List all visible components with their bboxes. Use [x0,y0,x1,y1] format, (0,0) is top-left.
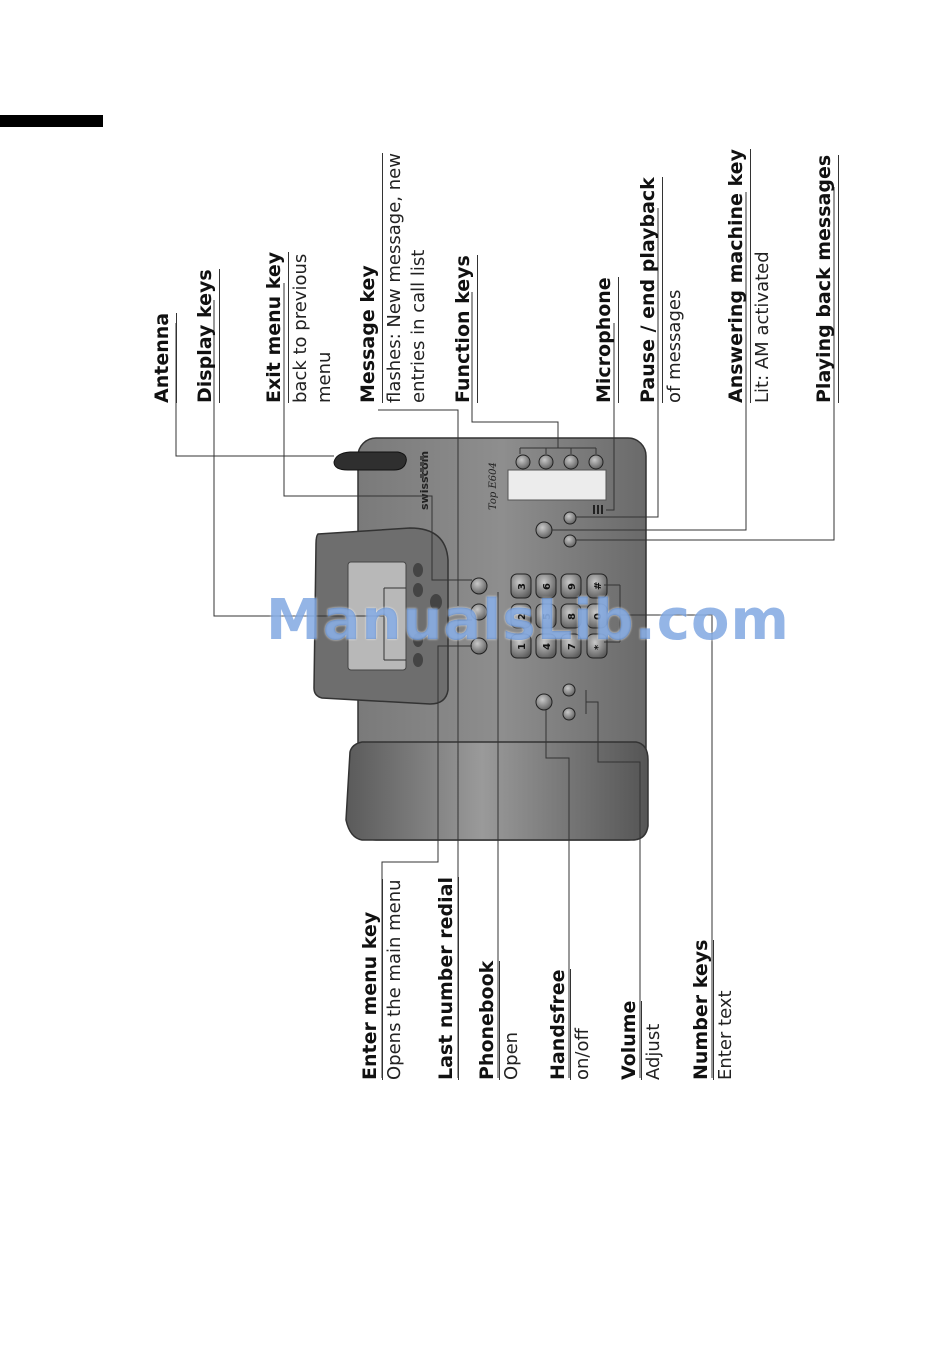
number-key-0[interactable]: 0 [586,603,608,629]
message-key [470,603,488,621]
number-key-label: 1 [517,643,528,650]
page-tab-marker [0,115,103,127]
number-key-label: 3 [517,583,528,590]
function-keys [515,454,604,470]
number-key-label: 2 [517,613,528,620]
leader-lines [175,187,835,1078]
display-key [413,633,423,647]
exit-menu-key [470,577,488,595]
label-function-keys: Function keys [451,255,478,403]
label-handsfree: Handsfree on/off [546,969,593,1080]
handset [345,741,649,841]
playback-key [563,534,577,548]
label-enter-menu-key: Enter menu key Opens the main menu [358,879,405,1080]
label-playing-back-messages: Playing back messages [812,154,839,403]
antenna [333,451,407,471]
label-message-key: Message key flashes: New message, new en… [356,153,429,403]
keypad: 1 2 3 4 5 6 7 8 9 * 0 # [510,573,608,659]
label-number-keys: Number keys Enter text [689,939,736,1080]
display-key [413,583,423,597]
volume-up-key [562,683,576,697]
number-key-4[interactable]: 4 [535,633,557,659]
number-key-3[interactable]: 3 [510,573,532,599]
number-key-7[interactable]: 7 [560,633,582,659]
display-nav-key [430,594,442,610]
handsfree-key [535,693,553,711]
label-answering-machine-key: Answering machine key Lit: AM activated [724,149,773,403]
label-exit-menu-key: Exit menu key back to previous menu [262,251,335,403]
label-microphone: Microphone [592,277,619,403]
number-key-9[interactable]: 9 [560,573,582,599]
brand-dots [420,456,424,478]
label-last-number-redial: Last number redial [434,877,459,1080]
number-key-label: 8 [567,613,578,620]
number-key-label: 9 [567,583,578,590]
am-key [535,521,553,539]
number-key-6[interactable]: 6 [535,573,557,599]
display-key [413,563,423,577]
pause-key [563,511,577,525]
function-label-strip [507,469,607,501]
number-key-label: 7 [567,643,578,650]
number-key-label: 6 [542,583,553,590]
display-key [413,653,423,667]
watermark: ManualsLib.com [266,588,790,653]
number-key-label: 5 [542,613,553,620]
model-text: Top E604 [488,462,499,510]
number-key-star[interactable]: * [586,633,608,659]
label-volume: Volume Adjust [617,1000,664,1080]
number-key-5[interactable]: 5 [535,603,557,629]
number-key-hash[interactable]: # [586,573,608,599]
label-antenna: Antenna [150,312,177,403]
label-phonebook: Phonebook Open [475,960,522,1080]
brand-text: swisscom [418,451,431,510]
number-key-label: * [593,644,604,650]
number-key-2[interactable]: 2 [510,603,532,629]
number-key-label: 4 [542,643,553,650]
number-key-label: # [593,582,604,590]
number-key-8[interactable]: 8 [560,603,582,629]
number-key-1[interactable]: 1 [510,633,532,659]
label-pause-playback: Pause / end playback of messages [636,177,685,403]
number-key-label: 0 [593,613,604,620]
microphone [593,505,603,514]
volume-down-key [562,707,576,721]
label-display-keys: Display keys [193,269,220,403]
